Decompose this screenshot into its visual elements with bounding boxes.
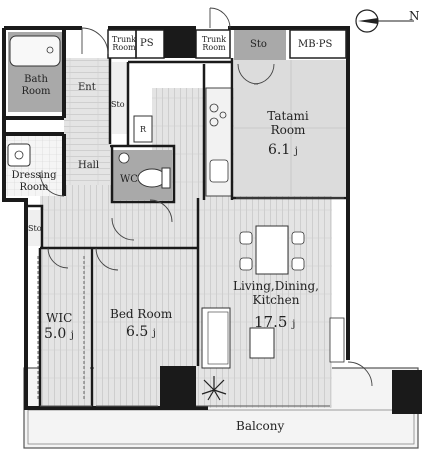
sto-left-block: [28, 210, 44, 246]
mb-ps-label: MB·PS: [298, 39, 333, 50]
hall-floor: [64, 58, 110, 208]
ps-label: PS: [140, 38, 154, 49]
sofa: [201, 307, 231, 369]
tatami-room-label: Tatami Room: [267, 109, 309, 137]
hall-label: Hall: [78, 160, 100, 171]
sto-top-block: [234, 30, 286, 60]
dressing-room-label: Dressing Room: [11, 170, 57, 193]
north-label: N: [409, 9, 420, 23]
wic-label: WIC: [46, 311, 73, 325]
sto-hall-label: Sto: [111, 100, 125, 109]
trunk-room-label-1: Trunk Room: [111, 35, 137, 52]
sto-left-label: Sto: [28, 224, 42, 233]
sto-hall-block: [112, 62, 128, 134]
entrance-label: Ent: [78, 82, 96, 93]
refrigerator: [133, 115, 153, 143]
wic-area: 5.0 j: [44, 326, 74, 342]
low-table: [249, 327, 275, 359]
column-top: [164, 28, 196, 58]
refrigerator-label: R: [140, 125, 147, 134]
wic-floor: [40, 248, 90, 408]
column-balcony-left: [160, 366, 196, 410]
wc-sink: [118, 152, 130, 164]
ldk-area: 17.5 j: [254, 313, 296, 331]
tatami-area: 6.1 j: [268, 142, 298, 158]
tv-board: [329, 317, 345, 363]
ldk-label: Living,Dining, Kitchen: [233, 279, 319, 307]
plant-icon: [201, 376, 227, 401]
north-arrow-icon: [355, 9, 414, 33]
trunk-room-label-2: Trunk Room: [201, 35, 227, 52]
wash-basin: [7, 143, 31, 167]
bed-room-area: 6.5 j: [126, 324, 156, 340]
bathtub: [9, 35, 61, 67]
wc-label: WC: [120, 174, 138, 185]
column-balcony-right: [392, 370, 422, 414]
sto-top-label: Sto: [250, 39, 267, 50]
bed-room-label: Bed Room: [110, 307, 173, 321]
dining-table: [255, 225, 289, 275]
balcony-label: Balcony: [236, 419, 285, 433]
bath-room-label: Bath Room: [21, 74, 51, 97]
kitchen-sink: [209, 159, 229, 183]
